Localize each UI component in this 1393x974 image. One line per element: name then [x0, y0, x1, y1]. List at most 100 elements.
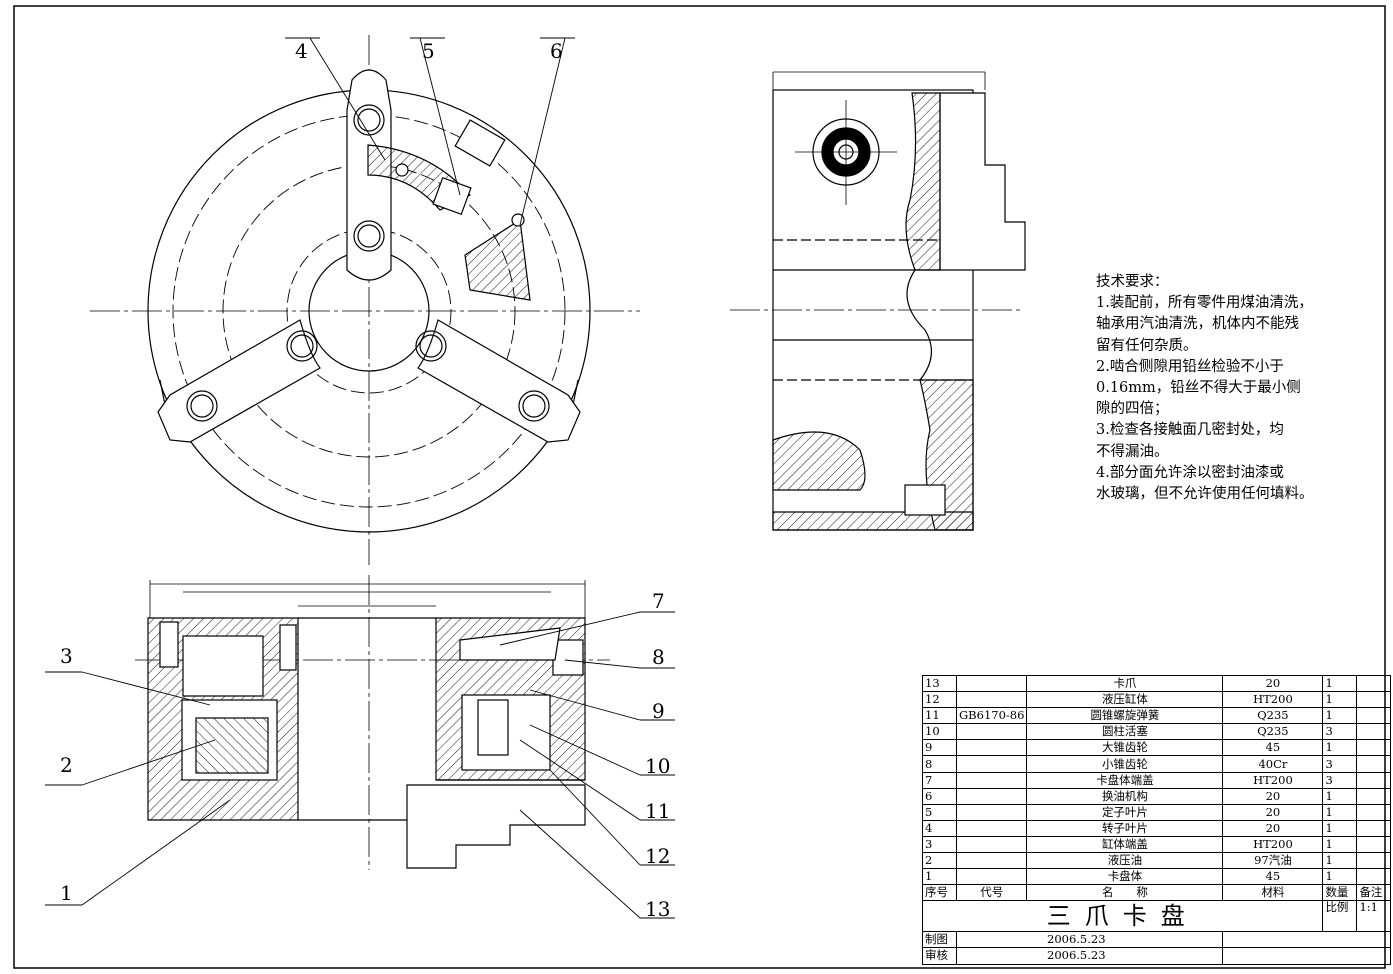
notes-line: 0.16mm，铅丝不得大于最小侧 [1096, 380, 1301, 397]
drawn-row: 制图 2006.5.23 [922, 931, 1392, 949]
notes-line: 1.装配前，所有零件用煤油清洗， [1096, 295, 1313, 312]
bom-cell-no: 2 [922, 852, 957, 870]
bom-cell-no: 5 [922, 803, 957, 821]
bom-cell-code [955, 868, 1028, 886]
bom-cell-name: 卡盘体 [1026, 868, 1224, 886]
bom-cell-code [955, 771, 1028, 789]
bom-cell-name: 圆锥螺旋弹簧 [1026, 707, 1224, 725]
bom-cell-remark [1356, 755, 1392, 773]
bom-cell-no: 6 [922, 787, 957, 805]
bom-cell-qty: 1 [1322, 819, 1358, 837]
checked-row: 审核 2006.5.23 [922, 947, 1392, 965]
checked-label: 审核 [922, 947, 957, 965]
side-view [730, 71, 1026, 531]
header-no: 序号 [922, 884, 957, 902]
notes-line: 轴承用汽油清洗，机体内不能残 [1096, 316, 1299, 333]
bom-cell-name: 换油机构 [1026, 787, 1224, 805]
bom-cell-code [955, 835, 1028, 854]
bom-cell-code [955, 755, 1028, 773]
notes-line: 4.部分面允许涂以密封油漆或 [1096, 464, 1284, 481]
header-remark: 备注 [1356, 884, 1392, 902]
bom-cell-code [955, 739, 1028, 757]
bom-cell-code [955, 852, 1028, 870]
bom-cell-qty: 1 [1322, 835, 1358, 854]
balloon-8: 8 [652, 645, 665, 669]
drawing-frame [13, 5, 1386, 969]
balloon-1: 1 [60, 881, 73, 905]
notes-line: 3.检查各接触面几密封处，均 [1096, 422, 1284, 439]
bom-cell-remark [1356, 674, 1392, 693]
bom-header-row: 序号 代号 名 称 材料 数量 备注 [922, 884, 1392, 902]
front-view [90, 35, 640, 565]
bom-cell-name: 转子叶片 [1026, 819, 1224, 837]
scale-value: 1:1 [1356, 900, 1392, 933]
balloon-3: 3 [60, 644, 73, 668]
header-material: 材料 [1222, 884, 1324, 902]
balloon-11: 11 [645, 799, 670, 823]
bom-cell-material: 45 [1222, 868, 1324, 886]
bom-cell-remark [1356, 707, 1392, 725]
bom-cell-material: 45 [1222, 739, 1324, 757]
bom-cell-no: 8 [922, 755, 957, 773]
bom-cell-qty: 1 [1322, 868, 1358, 886]
bom-cell-no: 7 [922, 771, 957, 789]
bom-cell-code [955, 674, 1028, 693]
bom-cell-no: 1 [922, 868, 957, 886]
bom-cell-no: 9 [922, 739, 957, 757]
bom-cell-remark [1356, 852, 1392, 870]
blank-cell [1222, 947, 1392, 965]
bom-cell-qty: 1 [1322, 803, 1358, 821]
balloon-4: 4 [295, 39, 308, 63]
bom-cell-name: 缸体端盖 [1026, 835, 1224, 854]
bom-cell-remark [1356, 771, 1392, 789]
bom-cell-qty: 1 [1322, 852, 1358, 870]
bom-cell-qty: 3 [1322, 755, 1358, 773]
bom-cell-code [955, 803, 1028, 821]
scale-label: 比例 [1322, 900, 1358, 933]
bom-cell-material: Q235 [1222, 723, 1324, 741]
bom-cell-material: HT200 [1222, 771, 1324, 789]
technical-requirements: 技术要求： 1.装配前，所有零件用煤油清洗， 轴承用汽油清洗，机体内不能残 留有… [1096, 272, 1356, 505]
notes-line: 隙的四倍； [1096, 401, 1169, 418]
bom-cell-code [955, 819, 1028, 837]
bom-cell-name: 卡爪 [1026, 674, 1224, 693]
notes-line: 不得漏油。 [1096, 443, 1169, 460]
bom-cell-no: 13 [922, 674, 957, 693]
bom-cell-remark [1356, 803, 1392, 821]
title-row: 三爪卡盘 比例 1:1 [921, 900, 1392, 933]
drawn-label: 制图 [922, 931, 957, 949]
bom-cell-code: GB6170-86 [955, 707, 1028, 725]
bom-cell-remark [1356, 787, 1392, 805]
bom-cell-qty: 3 [1322, 771, 1358, 789]
bom-cell-code [955, 723, 1028, 741]
bom-cell-material: 20 [1222, 803, 1324, 821]
bom-cell-remark [1356, 691, 1392, 709]
drawing-title: 三爪卡盘 [921, 900, 1324, 933]
bom-cell-name: 液压缸体 [1026, 691, 1224, 709]
bom-cell-material: 97汽油 [1222, 852, 1324, 870]
notes-line: 留有任何杂质。 [1096, 337, 1198, 354]
section-view [135, 575, 610, 870]
bom-cell-qty: 1 [1322, 787, 1358, 805]
bom-cell-qty: 1 [1322, 674, 1358, 693]
header-code: 代号 [955, 884, 1028, 902]
blank-cell [1222, 931, 1392, 949]
balloon-9: 9 [652, 699, 665, 723]
bom-cell-code [955, 691, 1028, 709]
balloon-12: 12 [645, 844, 670, 868]
bom-cell-material: 20 [1222, 674, 1324, 693]
bom-cell-no: 4 [922, 819, 957, 837]
notes-heading: 技术要求： [1096, 274, 1169, 290]
